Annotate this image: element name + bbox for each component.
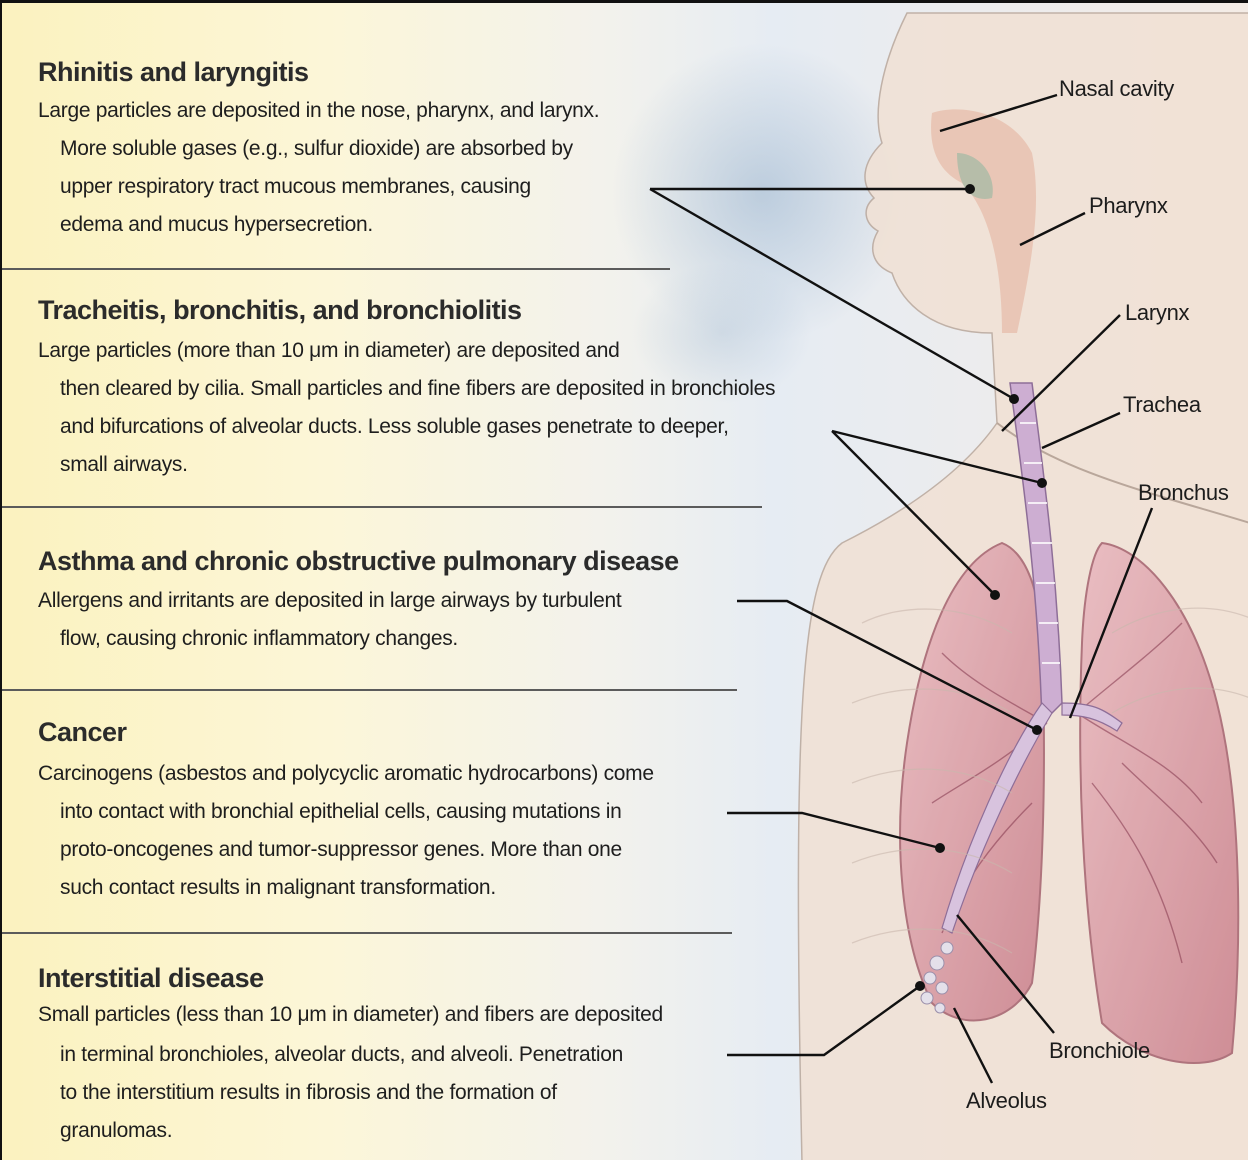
- section-text-line: small airways.: [60, 453, 188, 477]
- section-title: Cancer: [38, 717, 127, 748]
- section-text-line: Small particles (less than 10 μm in diam…: [38, 1003, 663, 1027]
- section-text-line: such contact results in malignant transf…: [60, 876, 496, 900]
- label-bronchiole: Bronchiole: [1049, 1038, 1150, 1064]
- section-text-line: and bifurcations of alveolar ducts. Less…: [60, 415, 729, 439]
- section-title: Interstitial disease: [38, 963, 264, 994]
- section-text-line: Carcinogens (asbestos and polycyclic aro…: [38, 762, 654, 786]
- section-text-line: in terminal bronchioles, alveolar ducts,…: [60, 1043, 623, 1067]
- section-title: Tracheitis, bronchitis, and bronchioliti…: [38, 295, 522, 326]
- section-divider: [2, 268, 670, 270]
- section-text-line: Large particles are deposited in the nos…: [38, 99, 599, 123]
- section-divider: [2, 506, 762, 508]
- section-text-line: then cleared by cilia. Small particles a…: [60, 377, 775, 401]
- label-trachea: Trachea: [1123, 392, 1201, 418]
- section-text-line: to the interstitium results in fibrosis …: [60, 1081, 557, 1105]
- label-larynx: Larynx: [1125, 300, 1189, 326]
- label-bronchus: Bronchus: [1138, 480, 1229, 506]
- section-text-line: upper respiratory tract mucous membranes…: [60, 175, 531, 199]
- section-divider: [2, 932, 732, 934]
- label-nasal-cavity: Nasal cavity: [1059, 76, 1174, 102]
- section-text-line: Allergens and irritants are deposited in…: [38, 589, 621, 613]
- section-title: Asthma and chronic obstructive pulmonary…: [38, 546, 679, 577]
- section-text-line: edema and mucus hypersecretion.: [60, 213, 373, 237]
- section-text-line: granulomas.: [60, 1119, 172, 1143]
- section-text-line: flow, causing chronic inflammatory chang…: [60, 627, 458, 651]
- label-pharynx: Pharynx: [1089, 193, 1168, 219]
- label-alveolus: Alveolus: [966, 1088, 1047, 1114]
- section-text-line: into contact with bronchial epithelial c…: [60, 800, 622, 824]
- section-text-line: More soluble gases (e.g., sulfur dioxide…: [60, 137, 573, 161]
- section-text-line: Large particles (more than 10 μm in diam…: [38, 339, 620, 363]
- section-divider: [2, 689, 737, 691]
- section-text-line: proto-oncogenes and tumor-suppressor gen…: [60, 838, 622, 862]
- section-title: Rhinitis and laryngitis: [38, 57, 309, 88]
